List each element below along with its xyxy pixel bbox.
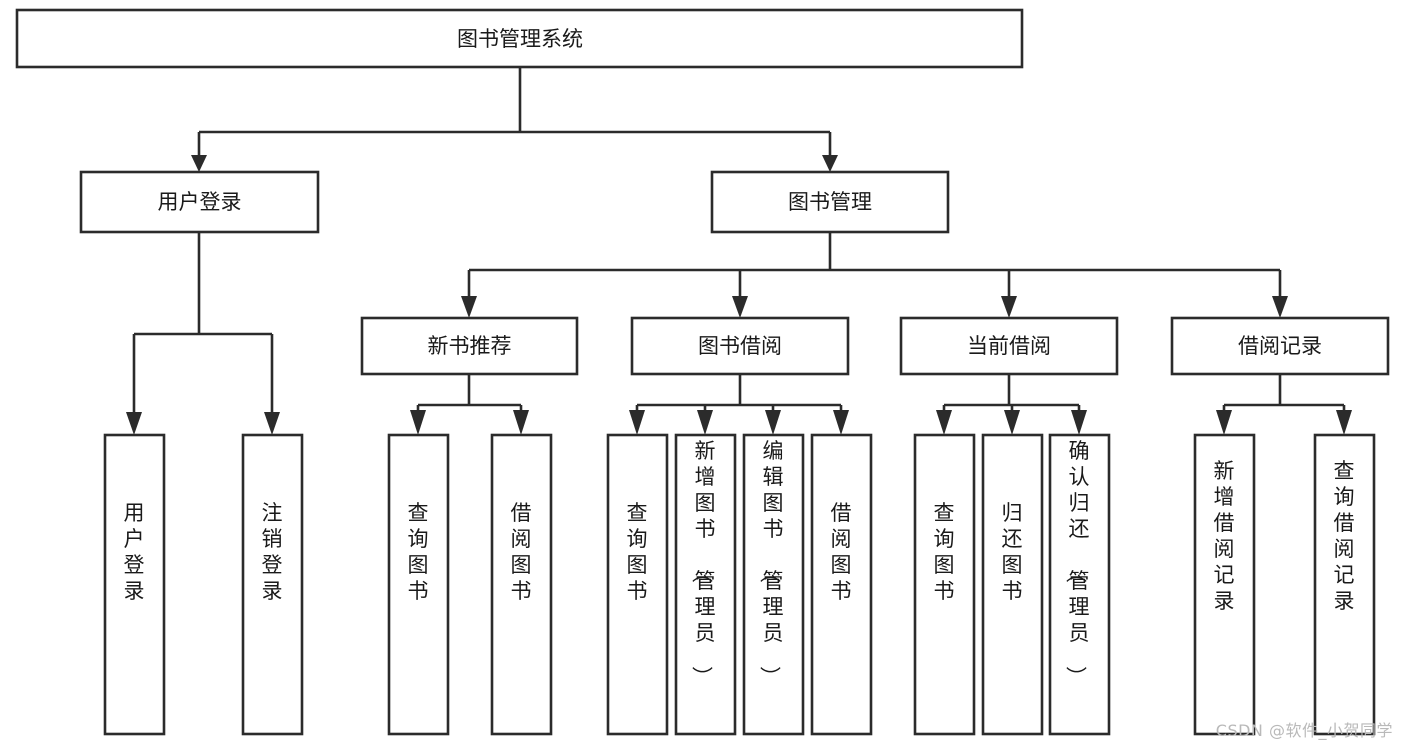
node-user-login[interactable]: 用户登录 xyxy=(79,170,320,234)
leaf-label-bb-add-book: 新增图书（管理员） xyxy=(690,439,716,687)
leaf-box-bb-borrow-book xyxy=(810,433,873,736)
arrow-br-leaf-1 xyxy=(1336,410,1352,435)
connector-layer xyxy=(126,67,1352,435)
arrow-bb-leaf-2 xyxy=(765,410,781,435)
leaf-label-cb-return-book: 归还图书 xyxy=(1002,501,1023,603)
node-root-label: 图书管理系统 xyxy=(457,27,583,51)
leaf-label-user-login: 用户登录 xyxy=(124,501,145,603)
node-new-book-recommendation-label: 新书推荐 xyxy=(428,334,512,358)
leaf-box-cb-confirm-return xyxy=(1048,433,1111,736)
arrow-bb-leaf-3 xyxy=(833,410,849,435)
node-current-borrowing-label: 当前借阅 xyxy=(967,334,1051,358)
leaf-box-cb-query-book xyxy=(913,433,976,736)
node-book-management-label: 图书管理 xyxy=(788,190,872,214)
leaf-box-bb-add-book xyxy=(674,433,737,736)
leaf-box-user-login xyxy=(103,433,166,736)
leaf-label-cb-confirm-return: 确认归还（管理员） xyxy=(1064,439,1090,687)
node-user-login-label: 用户登录 xyxy=(158,190,242,214)
node-root-book-management-system[interactable]: 图书管理系统 xyxy=(15,8,1024,69)
watermark-text: CSDN @软件_小贺同学 xyxy=(1215,721,1393,740)
arrow-l3-2 xyxy=(1001,296,1017,318)
leaf-node[interactable]: 确认归还（管理员） xyxy=(1048,433,1111,736)
leaf-label-bb-edit-book: 编辑图书（管理员） xyxy=(758,439,784,687)
leaf-box-nb-query-book xyxy=(387,433,450,736)
leaf-label-nb-borrow-book: 借阅图书 xyxy=(511,501,532,603)
leaf-box-cb-return-book xyxy=(981,433,1044,736)
node-current-borrowing-box xyxy=(899,316,1119,376)
arrow-user-login xyxy=(191,155,207,172)
node-current-borrowing[interactable]: 当前借阅 xyxy=(899,316,1119,376)
node-book-borrowing-label: 图书借阅 xyxy=(698,334,782,358)
node-user-login-box xyxy=(79,170,320,234)
leaf-node[interactable]: 查询借阅记录 xyxy=(1313,433,1376,736)
arrow-book-manage xyxy=(822,155,838,172)
leaf-label-bb-borrow-book: 借阅图书 xyxy=(831,501,852,603)
node-borrowing-record[interactable]: 借阅记录 xyxy=(1170,316,1390,376)
leaf-node[interactable]: 查询图书 xyxy=(913,433,976,736)
arrow-bb-leaf-1 xyxy=(697,410,713,435)
arrow-nb-leaf-0 xyxy=(410,410,426,435)
leaf-box-bb-edit-book xyxy=(742,433,805,736)
node-root-box xyxy=(15,8,1024,69)
leaf-label-logout: 注销登录 xyxy=(262,501,283,603)
arrow-l3-3 xyxy=(1272,296,1288,318)
arrow-cb-leaf-0 xyxy=(936,410,952,435)
leaf-box-br-add-record xyxy=(1193,433,1256,736)
node-book-borrowing[interactable]: 图书借阅 xyxy=(630,316,850,376)
node-book-management-box xyxy=(710,170,950,234)
leaf-node[interactable]: 归还图书 xyxy=(981,433,1044,736)
leaf-label-bb-query-book: 查询图书 xyxy=(627,501,648,603)
leaf-node[interactable]: 查询图书 xyxy=(606,433,669,736)
leaf-label-br-query-record: 查询借阅记录 xyxy=(1334,459,1355,613)
arrow-l3-1 xyxy=(732,296,748,318)
leaf-node[interactable]: 编辑图书（管理员） xyxy=(742,433,805,736)
leaf-node[interactable]: 新增借阅记录 xyxy=(1193,433,1256,736)
arrow-br-leaf-0 xyxy=(1216,410,1232,435)
leaf-label-cb-query-book: 查询图书 xyxy=(934,501,955,603)
arrow-bb-leaf-0 xyxy=(629,410,645,435)
node-book-borrowing-box xyxy=(630,316,850,376)
arrow-ul-leaf-0 xyxy=(126,412,142,435)
leaf-node[interactable]: 新增图书（管理员） xyxy=(674,433,737,736)
leaf-node[interactable]: 注销登录 xyxy=(241,433,304,736)
arrow-l3-0 xyxy=(461,296,477,318)
leaf-box-nb-borrow-book xyxy=(490,433,553,736)
arrow-ul-leaf-1 xyxy=(264,412,280,435)
node-new-book-recommendation[interactable]: 新书推荐 xyxy=(360,316,579,376)
arrow-cb-leaf-1 xyxy=(1004,410,1020,435)
leaf-node[interactable]: 查询图书 xyxy=(387,433,450,736)
arrow-nb-leaf-1 xyxy=(513,410,529,435)
leaf-box-logout xyxy=(241,433,304,736)
leaf-box-bb-query-book xyxy=(606,433,669,736)
node-borrowing-record-label: 借阅记录 xyxy=(1238,334,1322,358)
leaf-node[interactable]: 用户登录 xyxy=(103,433,166,736)
leaf-node[interactable]: 借阅图书 xyxy=(490,433,553,736)
node-new-book-recommendation-box xyxy=(360,316,579,376)
leaf-box-br-query-record xyxy=(1313,433,1376,736)
arrow-cb-leaf-2 xyxy=(1071,410,1087,435)
node-borrowing-record-box xyxy=(1170,316,1390,376)
leaf-label-br-add-record: 新增借阅记录 xyxy=(1214,459,1235,613)
leaf-label-nb-query-book: 查询图书 xyxy=(408,501,429,603)
leaf-node[interactable]: 借阅图书 xyxy=(810,433,873,736)
node-book-management[interactable]: 图书管理 xyxy=(710,170,950,234)
